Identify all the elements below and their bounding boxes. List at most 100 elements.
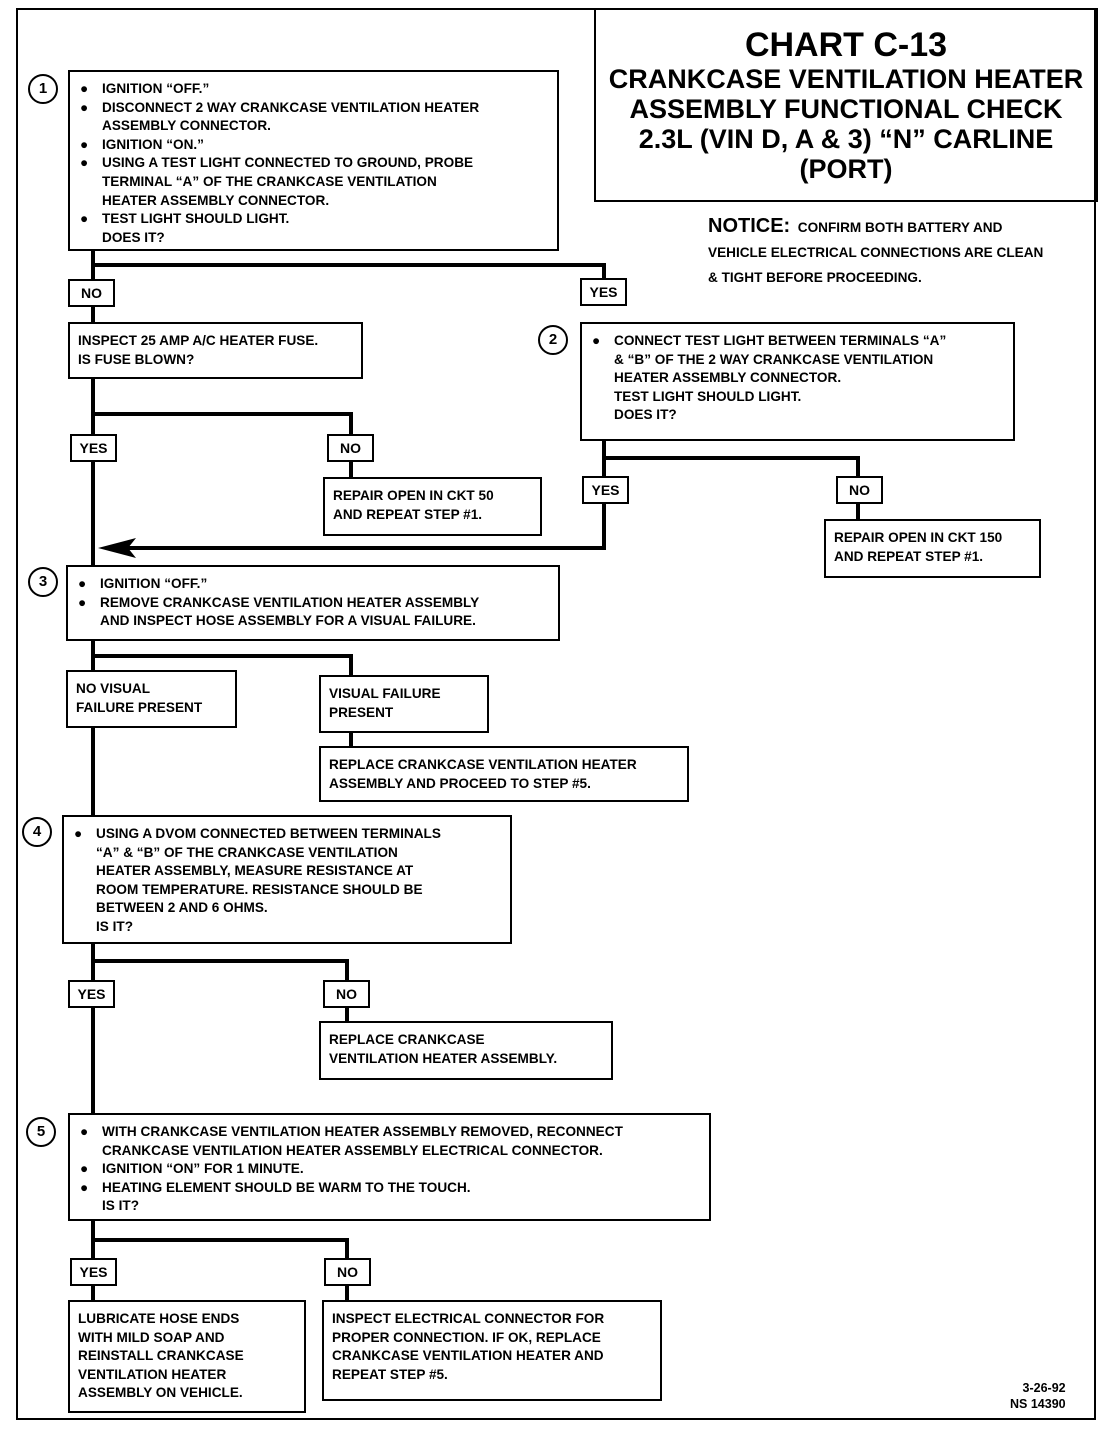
notice: NOTICE: CONFIRM BOTH BATTERY AND VEHICLE…	[708, 214, 1043, 290]
yes-label: YES	[580, 278, 627, 306]
step-line: ●DISCONNECT 2 WAY CRANKCASE VENTILATION …	[78, 99, 549, 118]
result-line: ASSEMBLY AND PROCEED TO STEP #5.	[329, 775, 591, 791]
step-number-circle: 4	[22, 817, 52, 847]
step-line-text: IGNITION “OFF.”	[102, 81, 210, 96]
step-2-box: ●CONNECT TEST LIGHT BETWEEN TERMINALS “A…	[580, 322, 1015, 441]
bullet-icon: ●	[80, 155, 89, 171]
result-box-novisual: NO VISUAL FAILURE PRESENT	[66, 670, 237, 728]
flow-connector	[602, 441, 860, 476]
step-line-text: IGNITION “ON.”	[102, 136, 204, 152]
result-line: FAILURE PRESENT	[76, 699, 203, 715]
step-line-text: AND INSPECT HOSE ASSEMBLY FOR A VISUAL F…	[100, 613, 476, 629]
step-line: ● WITH CRANKCASE VENTILATION HEATER ASSEM…	[78, 1123, 701, 1142]
result-line: LUBRICATE HOSE ENDS	[78, 1311, 240, 1326]
step-line-text: DOES IT?	[614, 407, 677, 423]
step-line-text: HEATER ASSEMBLY CONNECTOR.	[102, 192, 330, 208]
result-line: REINSTALL CRANKCASE	[78, 1348, 244, 1364]
chart-frame	[16, 8, 1096, 1420]
step-line-text: HEATING ELEMENT SHOULD BE WARM TO THE TO…	[102, 1179, 471, 1195]
step-line-text: HEATER ASSEMBLY CONNECTOR.	[614, 370, 842, 386]
step-line: ●USING A TEST LIGHT CONNECTED TO GROUND,…	[78, 154, 549, 173]
flow-connector	[91, 944, 349, 980]
bullet-icon: ●	[80, 1124, 89, 1139]
step-line-text: IS IT?	[102, 1198, 140, 1214]
no-label: NO	[327, 434, 374, 462]
step-line: ●REMOVE CRANKCASE VENTILATION HEATER ASS…	[76, 594, 550, 613]
step-line: IS IT?	[78, 1197, 701, 1216]
flow-connector	[91, 379, 353, 434]
step-line: BETWEEN 2 AND 6 OHMS.	[72, 899, 502, 918]
step-line-text: HEATER ASSEMBLY, MEASURE RESISTANCE AT	[96, 863, 414, 879]
bullet-icon: ●	[78, 594, 87, 610]
result-line: REPLACE CRANKCASE	[329, 1032, 485, 1047]
step-line-text: IGNITION “OFF.”	[100, 576, 208, 591]
no-label: NO	[68, 279, 115, 307]
footer: 3-26-92 NS 14390	[1010, 1380, 1066, 1412]
step-line: ● HEATING ELEMENT SHOULD BE WARM TO THE T…	[78, 1179, 701, 1198]
step-number-circle: 2	[538, 325, 568, 355]
result-line: ASSEMBLY ON VEHICLE.	[78, 1385, 243, 1401]
step-line: ●IGNITION “ON” FOR 1 MINUTE.	[78, 1160, 701, 1179]
result-line: REPEAT STEP #5.	[332, 1366, 448, 1382]
result-line: IS FUSE BLOWN?	[78, 351, 195, 367]
yes-label: YES	[70, 434, 117, 462]
notice-line: & TIGHT BEFORE PROCEEDING.	[708, 270, 922, 285]
step-line: & “B” OF THE 2 WAY CRANKCASE VENTILATION	[590, 351, 1005, 370]
step-line: DOES IT?	[590, 406, 1005, 425]
arrow-left-icon	[98, 538, 136, 558]
step-line-text: & “B” OF THE 2 WAY CRANKCASE VENTILATION	[614, 351, 934, 367]
step-line-text: CRANKCASE VENTILATION HEATER ASSEMBLY EL…	[102, 1142, 603, 1158]
step-line-text: ASSEMBLY CONNECTOR.	[102, 118, 271, 134]
step-line-text: DOES IT?	[102, 229, 165, 245]
result-line: PROPER CONNECTION. IF OK, REPLACE	[332, 1329, 601, 1345]
step-line-text: DISCONNECT 2 WAY CRANKCASE VENTILATION H…	[102, 99, 480, 115]
step-line: ASSEMBLY CONNECTOR.	[78, 117, 549, 136]
chart-subtitle-line: CRANKCASE VENTILATION HEATER	[608, 64, 1084, 94]
no-label: NO	[836, 476, 883, 504]
step-line: CRANKCASE VENTILATION HEATER ASSEMBLY EL…	[78, 1142, 701, 1161]
step-line: AND INSPECT HOSE ASSEMBLY FOR A VISUAL F…	[76, 612, 550, 631]
no-label: NO	[323, 980, 370, 1008]
bullet-icon: ●	[80, 136, 89, 152]
flow-connector	[118, 503, 606, 550]
step-line-text: USING A DVOM CONNECTED BETWEEN TERMINALS	[96, 826, 441, 841]
step-line-text: CONNECT TEST LIGHT BETWEEN TERMINALS “A”	[614, 333, 947, 348]
no-label: NO	[324, 1258, 371, 1286]
result-box-fuse: INSPECT 25 AMP A/C HEATER FUSE.IS FUSE B…	[68, 322, 363, 379]
step-line: ● IGNITION “OFF.”	[78, 80, 549, 99]
bullet-icon: ●	[80, 81, 89, 96]
step-1-box: ●IGNITION “OFF.”●DISCONNECT 2 WAY CRANKC…	[68, 70, 559, 251]
step-number-circle: 1	[28, 74, 58, 104]
step-line-text: WITH CRANKCASE VENTILATION HEATER ASSEMB…	[102, 1124, 623, 1139]
step-line-text: TERMINAL “A” OF THE CRANKCASE VENTILATIO…	[102, 173, 437, 189]
step-line-text: TEST LIGHT SHOULD LIGHT.	[102, 211, 290, 227]
footer-code: NS 14390	[1010, 1397, 1066, 1411]
result-line: NO VISUAL	[76, 681, 151, 696]
step-line: HEATER ASSEMBLY CONNECTOR.	[78, 192, 549, 211]
step-line-text: IGNITION “ON” FOR 1 MINUTE.	[102, 1161, 304, 1177]
result-line: INSPECT ELECTRICAL CONNECTOR FOR	[332, 1311, 605, 1326]
step-line: TERMINAL “A” OF THE CRANKCASE VENTILATIO…	[78, 173, 549, 192]
bullet-icon: ●	[74, 826, 83, 841]
chart-subtitle-line: (PORT)	[799, 154, 893, 184]
notice-heading: NOTICE:	[708, 215, 791, 237]
step-line: ● USING A DVOM CONNECTED BETWEEN TERMINAL…	[72, 825, 502, 844]
step-4-box: ● USING A DVOM CONNECTED BETWEEN TERMINAL…	[62, 815, 512, 944]
step-line-text: “A” & “B” OF THE CRANKCASE VENTILATION	[96, 844, 398, 860]
yes-label: YES	[582, 476, 629, 504]
step-line-text: IS IT?	[96, 918, 134, 934]
step-line: ●CONNECT TEST LIGHT BETWEEN TERMINALS “A…	[590, 332, 1005, 351]
notice-line: CONFIRM BOTH BATTERY AND	[797, 220, 1003, 235]
step-number-circle: 5	[26, 1117, 56, 1147]
step-line: HEATER ASSEMBLY CONNECTOR.	[590, 369, 1005, 388]
bullet-icon: ●	[78, 576, 87, 591]
bullet-icon: ●	[80, 1179, 89, 1195]
footer-date: 3-26-92	[1022, 1381, 1066, 1395]
